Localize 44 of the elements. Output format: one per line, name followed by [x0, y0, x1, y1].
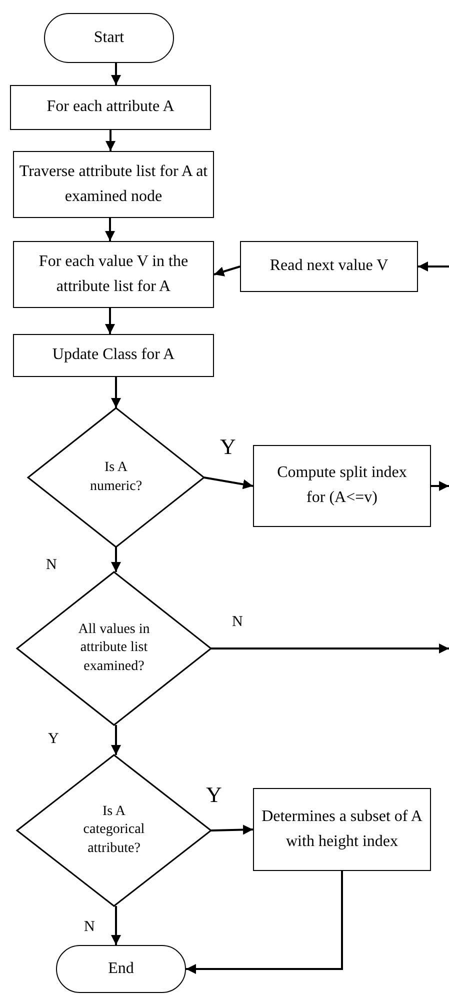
node-text: For each attribute A — [46, 97, 176, 118]
process-box — [13, 334, 214, 377]
arrow — [111, 63, 121, 85]
arrow — [211, 644, 449, 654]
arrow — [210, 824, 254, 835]
arrow — [105, 218, 115, 241]
node-text: Read next value V — [268, 256, 390, 276]
decision-diamond — [17, 572, 211, 725]
node-text: Compute split index for (A<=v) — [276, 463, 408, 508]
arrow — [111, 906, 121, 945]
arrow — [214, 266, 240, 276]
arrow — [418, 262, 449, 272]
edge-label: N — [84, 920, 95, 935]
arrow — [111, 547, 121, 572]
node-text: Determines a subset of A with height index — [260, 806, 424, 852]
process-box — [253, 445, 431, 527]
arrow — [111, 377, 121, 408]
edge-label: Y — [220, 436, 236, 458]
node-text: Start — [92, 28, 126, 48]
terminal — [44, 13, 174, 63]
node-text: Is A categorical attribute? — [82, 803, 146, 858]
terminal — [56, 945, 186, 993]
process-box — [240, 241, 418, 292]
edge-label: Y — [206, 784, 222, 806]
process-box — [253, 788, 431, 871]
edge-label: N — [232, 615, 243, 630]
node-text: Update Class for A — [51, 345, 176, 366]
node-text: Is A numeric? — [88, 459, 144, 496]
decision-diamond — [28, 408, 204, 547]
node-text: End — [107, 958, 135, 979]
edge-label: Y — [48, 732, 59, 747]
arrow — [431, 481, 449, 491]
process-box — [10, 85, 211, 130]
process-box — [13, 241, 214, 308]
arrow — [105, 308, 115, 334]
node-text: Traverse attribute list for A at examined node — [18, 162, 209, 206]
edge-label: N — [46, 558, 57, 573]
process-box — [13, 151, 214, 218]
arrow — [106, 130, 116, 151]
arrow — [186, 871, 343, 974]
arrow — [204, 476, 254, 490]
node-text: All values in attribute list examined? — [77, 621, 151, 676]
arrow — [111, 725, 121, 755]
node-text: For each value V in the attribute list for A — [38, 252, 190, 296]
